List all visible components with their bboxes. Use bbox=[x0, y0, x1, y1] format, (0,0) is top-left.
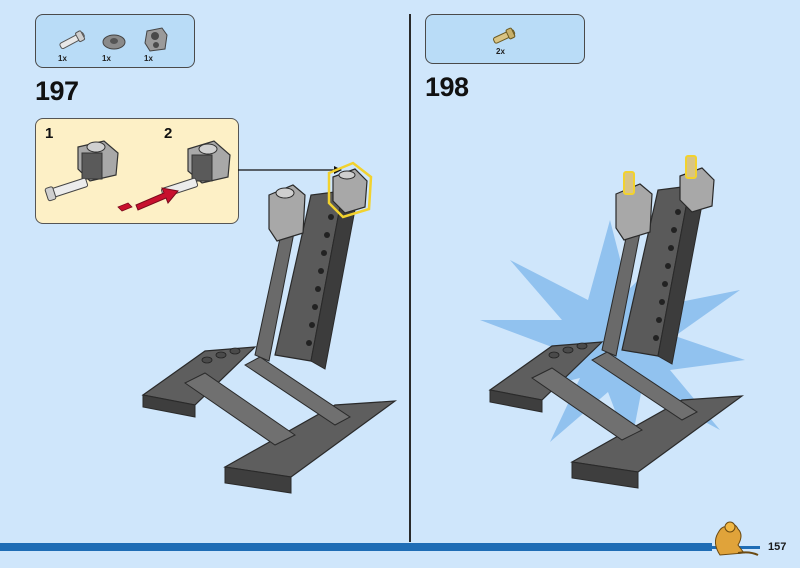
step-197-model-stand-icon bbox=[141, 161, 398, 494]
substep-number: 1 bbox=[45, 125, 54, 142]
substep-2-assembly-icon bbox=[117, 140, 231, 212]
bush-piece-icon bbox=[117, 202, 133, 212]
insert-arrow-icon bbox=[135, 187, 179, 211]
substep-number: 2 bbox=[164, 125, 173, 142]
tan-axle-pin-part-icon bbox=[493, 27, 516, 44]
connector-part-icon bbox=[144, 27, 168, 52]
substep-1-assembly-icon bbox=[44, 140, 119, 202]
axle-pin-part-icon bbox=[59, 30, 86, 50]
tan-pin-right bbox=[685, 155, 697, 179]
step-198-model-stand-icon bbox=[488, 155, 745, 489]
footer-bar bbox=[0, 543, 712, 551]
new-part-highlight bbox=[327, 161, 373, 219]
step-197-parts-list: 1x 1x 1x bbox=[35, 14, 195, 68]
page-divider bbox=[409, 14, 411, 542]
step-198-parts-list: 2x bbox=[425, 14, 585, 64]
minifigure-mascot-icon bbox=[714, 521, 759, 556]
bush-part-icon bbox=[102, 34, 126, 50]
step-198-number: 198 bbox=[425, 72, 469, 102]
part-qty: 1x bbox=[58, 54, 67, 63]
part-qty: 2x bbox=[496, 47, 505, 56]
page-number: 157 bbox=[768, 541, 787, 553]
step-197-substeps-callout: 1 2 bbox=[35, 118, 239, 224]
step-197-number: 197 bbox=[35, 76, 79, 106]
part-qty: 1x bbox=[144, 54, 153, 63]
part-qty: 1x bbox=[102, 54, 111, 63]
tan-pin-left bbox=[623, 171, 635, 195]
